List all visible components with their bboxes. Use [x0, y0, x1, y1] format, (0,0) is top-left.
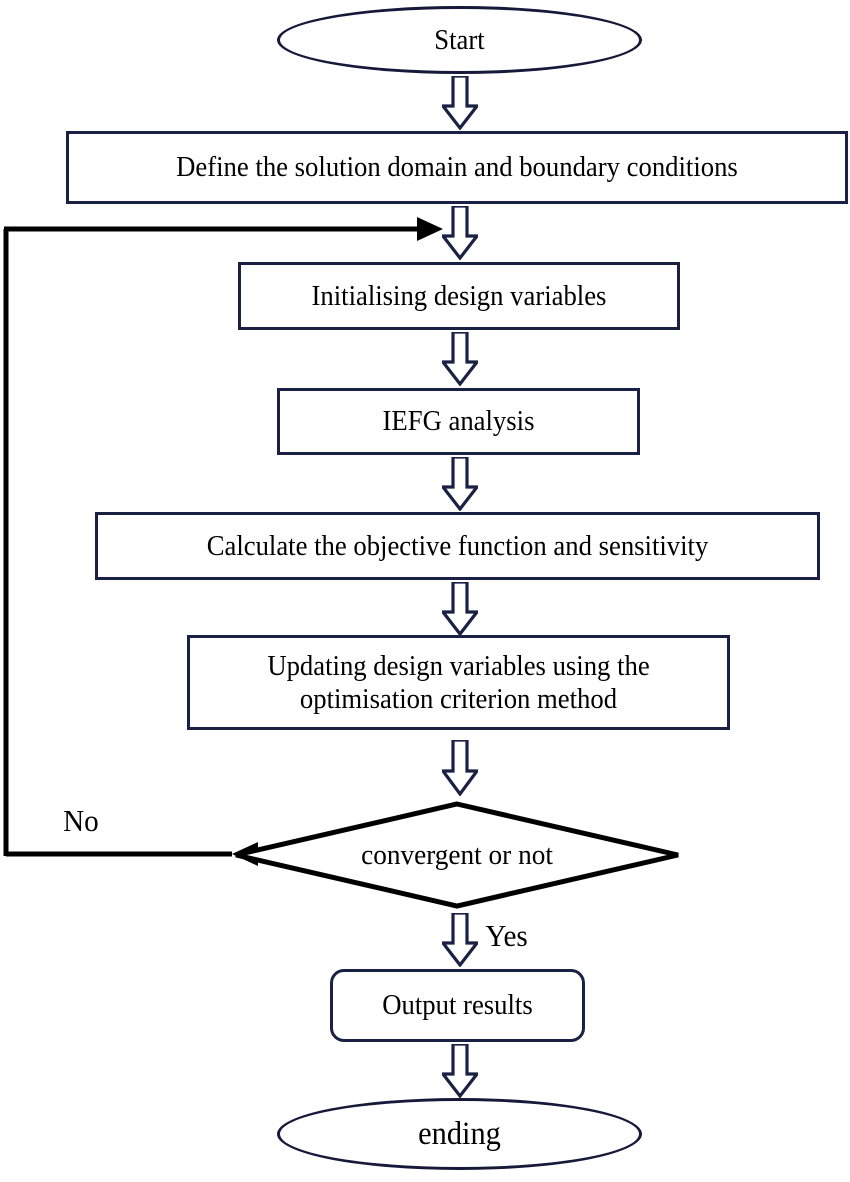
node-updating-design-variables[interactable]: Updating design variables using the opti…: [187, 635, 730, 730]
node-start[interactable]: Start: [277, 6, 642, 74]
node-calculate-label: Calculate the objective function and sen…: [206, 529, 709, 562]
node-ending-label: ending: [418, 1115, 501, 1152]
block-arrow-down-icon: [442, 913, 478, 967]
block-arrow-down-icon: [442, 582, 478, 636]
node-iefg-label: IEFG analysis: [382, 405, 535, 438]
node-calculate-objective-function[interactable]: Calculate the objective function and sen…: [95, 512, 820, 580]
block-arrow-down-icon: [442, 1044, 478, 1098]
node-define-label: Define the solution domain and boundary …: [176, 151, 738, 184]
node-ending[interactable]: ending: [277, 1098, 642, 1170]
diamond-shape-icon: [235, 801, 679, 909]
node-updating-label: Updating design variables using the opti…: [267, 650, 650, 715]
node-convergent-label: convergent or not: [361, 838, 553, 871]
node-define-solution-domain[interactable]: Define the solution domain and boundary …: [66, 131, 848, 204]
node-initialising-label: Initialising design variables: [311, 279, 607, 312]
node-iefg-analysis[interactable]: IEFG analysis: [277, 388, 640, 455]
node-start-label: Start: [434, 23, 485, 56]
node-output-label: Output results: [382, 989, 533, 1022]
edge-label-yes: Yes: [485, 918, 528, 953]
edge-label-no: No: [63, 803, 99, 838]
block-arrow-down-icon: [442, 457, 478, 511]
block-arrow-down-icon: [442, 206, 478, 260]
node-output-results[interactable]: Output results: [330, 969, 585, 1042]
node-convergent-decision[interactable]: convergent or not: [232, 800, 682, 910]
block-arrow-down-icon: [442, 332, 478, 386]
node-initialising-design-variables[interactable]: Initialising design variables: [238, 262, 680, 330]
block-arrow-down-icon: [442, 740, 478, 796]
block-arrow-down-icon: [442, 76, 478, 130]
